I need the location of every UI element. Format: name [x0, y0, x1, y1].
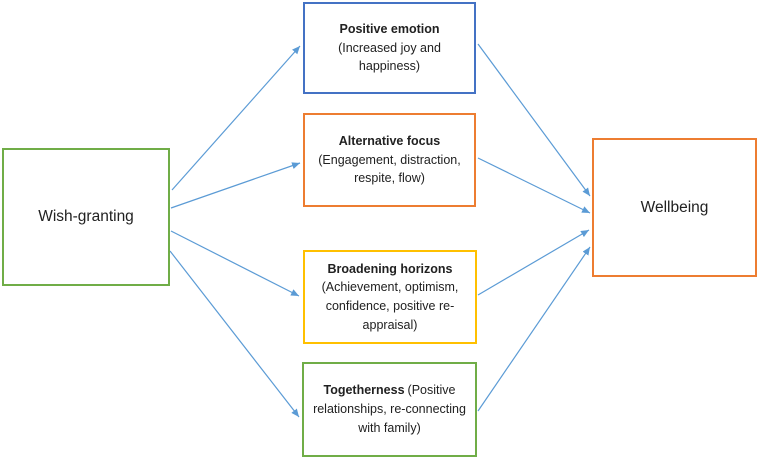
arrow-togetherness-to-wellbeing	[477, 246, 591, 412]
node-togetherness-detail: (Positive relationships, re-connecting w…	[313, 383, 466, 435]
arrow-wish-granting-to-togetherness	[169, 250, 300, 418]
node-wellbeing: Wellbeing	[592, 138, 757, 277]
node-togetherness-text: Togetherness(Positive relationships, re-…	[305, 381, 474, 437]
node-broadening-horizons-detail: (Achievement, optimism, confidence, posi…	[321, 280, 459, 332]
node-alternative-focus-detail: (Engagement, distraction, respite, flow)	[318, 152, 461, 186]
arrow-wish-granting-to-alternative-focus	[170, 162, 301, 209]
node-broadening-horizons-title: Broadening horizons	[327, 261, 453, 276]
node-alternative-focus-text: Alternative focus (Engagement, distractio…	[306, 132, 473, 188]
arrow-positive-emotion-to-wellbeing	[477, 43, 591, 197]
node-alternative-focus: Alternative focus (Engagement, distractio…	[303, 113, 476, 207]
node-positive-emotion-text: Positive emotion (Increased joy and happi…	[306, 20, 473, 76]
node-wellbeing-label: Wellbeing	[640, 198, 709, 216]
node-togetherness: Togetherness(Positive relationships, re-…	[302, 362, 477, 457]
arrow-broadening-horizons-to-wellbeing	[477, 229, 590, 296]
arrow-wish-granting-to-positive-emotion	[171, 45, 301, 191]
node-positive-emotion-title: Positive emotion	[339, 21, 440, 36]
node-wish-granting: Wish-granting	[2, 148, 170, 286]
node-positive-emotion-detail: (Increased joy and happiness)	[338, 40, 441, 74]
node-broadening-horizons: Broadening horizons (Achievement, optimis…	[303, 250, 477, 344]
node-wish-granting-label: Wish-granting	[38, 208, 134, 225]
arrow-alternative-focus-to-wellbeing	[477, 157, 591, 214]
node-alternative-focus-title: Alternative focus	[338, 133, 441, 148]
arrow-wish-granting-to-broadening-horizons	[170, 230, 300, 297]
node-broadening-horizons-text: Broadening horizons (Achievement, optimis…	[306, 260, 474, 335]
node-positive-emotion: Positive emotion (Increased joy and happi…	[303, 2, 476, 94]
node-togetherness-title: Togetherness	[323, 383, 405, 398]
